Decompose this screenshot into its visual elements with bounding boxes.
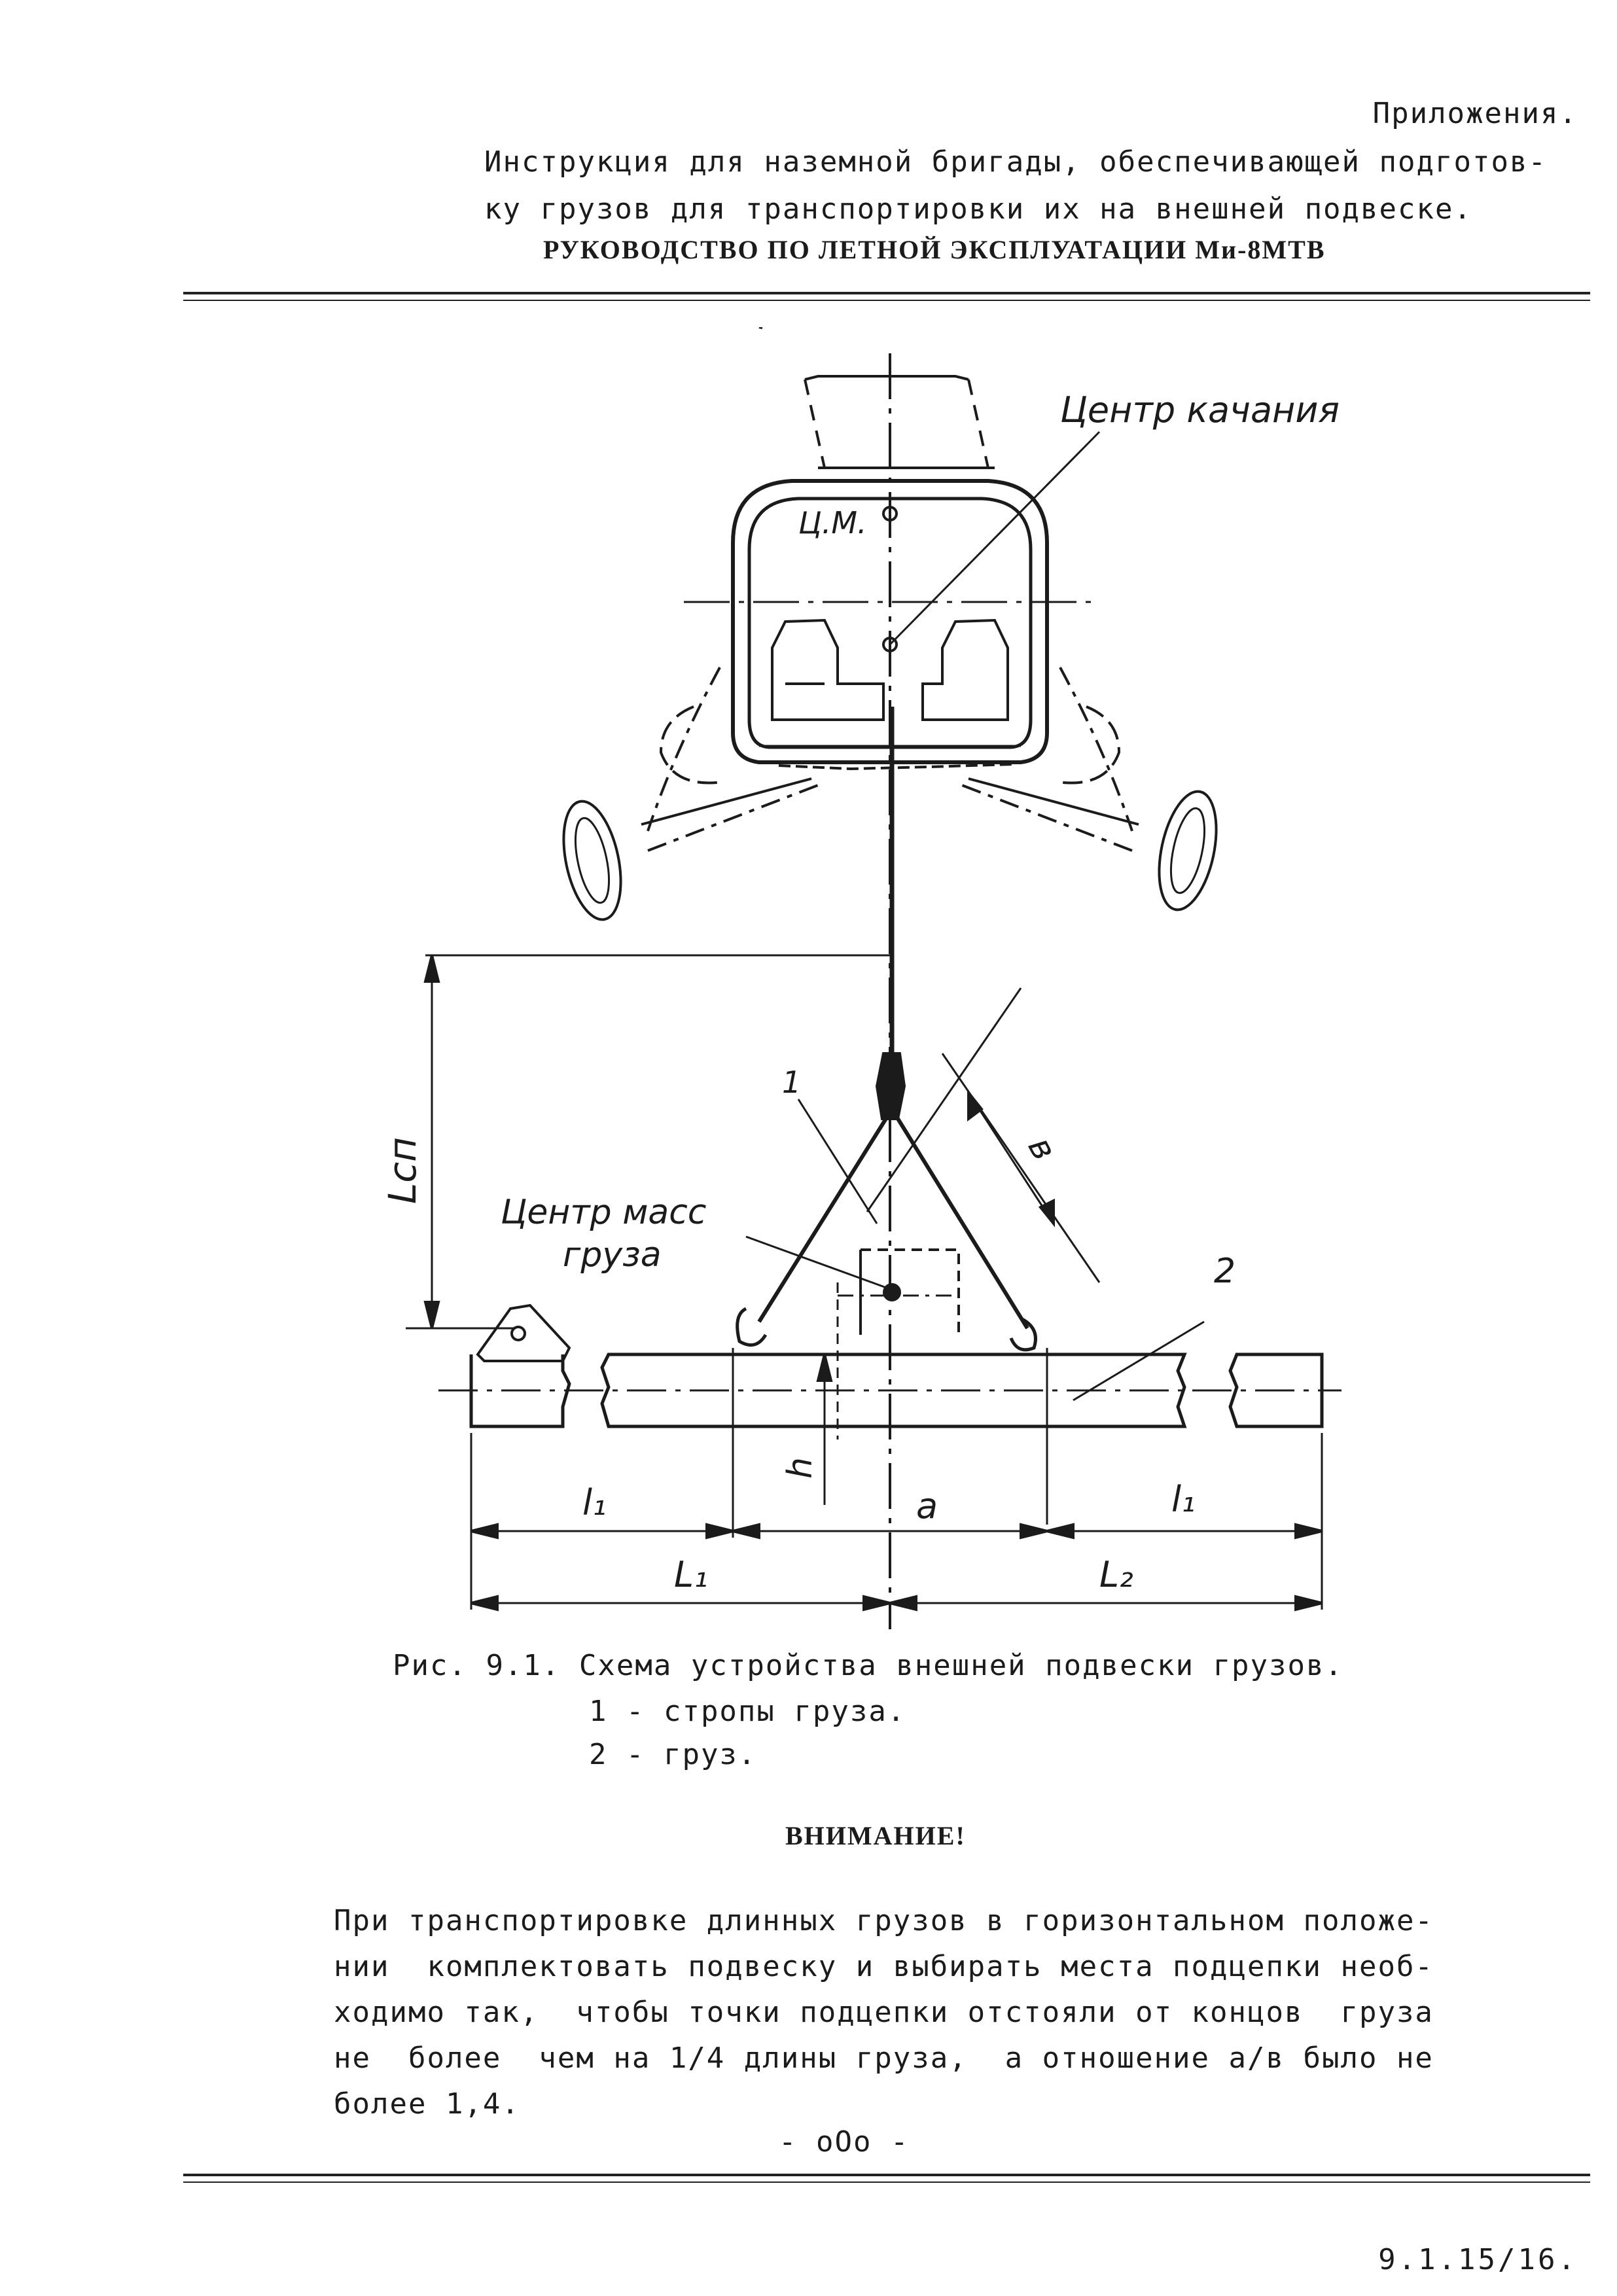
right-wheel (1158, 790, 1218, 911)
label-L2: L₂ (1099, 1554, 1133, 1595)
item2-leader (1073, 1320, 1205, 1402)
manual-title: РУКОВОДСТВО ПО ЛЕТНОЙ ЭКСПЛУАТАЦИИ Ми-8М… (543, 235, 1326, 264)
seat-left (771, 618, 885, 721)
label-l1-left: l₁ (582, 1482, 607, 1523)
swing-center-point (882, 637, 898, 652)
cabin-frame (731, 479, 1049, 764)
left-sponson (659, 705, 724, 785)
label-cm: Ц.М. (798, 505, 867, 540)
label-L1: L₁ (674, 1554, 708, 1595)
header-rule-thin (183, 300, 1590, 301)
warning-text-line: При транспортировке длинных грузов в гор… (334, 1904, 1434, 1937)
lift-lug (476, 1303, 571, 1362)
label-load-center-line2: груза (563, 1235, 662, 1275)
end-mark: - oOo - (779, 2125, 910, 2159)
label-l1-right: l₁ (1171, 1479, 1196, 1520)
header-appendix: Приложения. (1372, 97, 1578, 130)
right-sponson (1056, 705, 1121, 785)
sling-diagram: Центр качания Ц.М. Lсп 1 в Центр масс гр… (380, 327, 1342, 1629)
load-bar-right (1228, 1352, 1324, 1428)
load-bar-main (600, 1352, 1187, 1428)
warning-text-line: нии комплектовать подвеску и выбирать ме… (334, 1950, 1434, 1983)
item1-leader (797, 1099, 878, 1224)
label-b: в (1020, 1131, 1064, 1167)
seat-right (921, 618, 1009, 721)
cm-point (882, 506, 898, 521)
label-item1: 1 (782, 1065, 801, 1100)
load-center-leader (745, 1235, 891, 1290)
attention-heading: ВНИМАНИЕ! (785, 1821, 966, 1850)
label-swing-center: Центр качания (1060, 389, 1340, 431)
figure-legend-item1: 1 - стропы груза. (589, 1695, 906, 1728)
hook-assembly (875, 1052, 906, 1120)
label-a: a (916, 1485, 938, 1527)
swing-center-leader (889, 431, 1101, 646)
load-bar-left (469, 1354, 571, 1428)
warning-text-line: более 1,4. (334, 2087, 520, 2121)
footer-rule-thin (183, 2181, 1590, 2183)
label-lsp: Lсп (380, 1137, 425, 1204)
page-number: 9.1.15/16. (1378, 2243, 1578, 2276)
label-item2: 2 (1214, 1252, 1235, 1291)
header-instruction-line1: Инструкция для наземной бригады, обеспеч… (484, 145, 1547, 179)
figure-legend-item2: 2 - груз. (589, 1738, 757, 1771)
footer-rule (183, 2174, 1590, 2176)
warning-text-line: не более чем на 1/4 длины груза, а отнош… (334, 2041, 1434, 2075)
label-load-center-line1: Центр масс (501, 1193, 706, 1232)
figure-caption: Рис. 9.1. Схема устройства внешней подве… (393, 1649, 1344, 1682)
header-rule (183, 292, 1590, 294)
left-wheel (562, 800, 622, 921)
warning-text-line: ходимо так, чтобы точки подцепки отстоял… (334, 1996, 1434, 2029)
label-h: h (781, 1457, 820, 1479)
header-instruction-line2: ку грузов для транспортировки их на внеш… (484, 192, 1472, 226)
load-center-point (883, 1283, 901, 1301)
